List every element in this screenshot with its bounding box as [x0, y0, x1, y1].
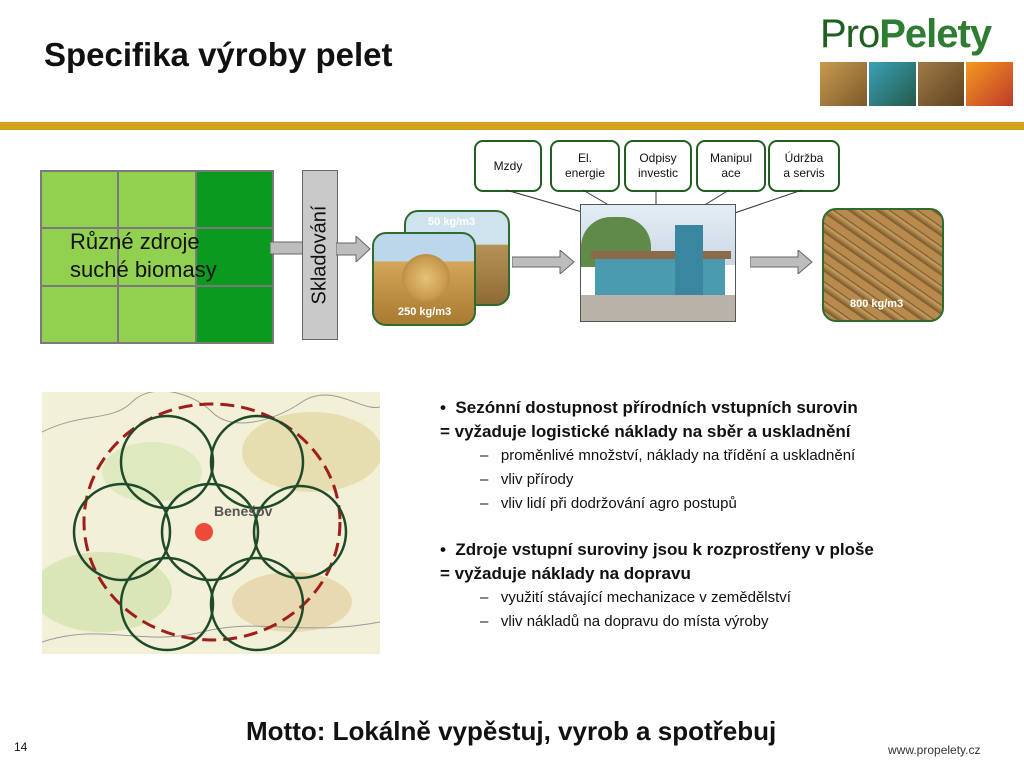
arrow-to-factory: [512, 250, 575, 274]
motto: Motto: Lokálně vypěstuj, vyrob a spotřeb…: [246, 716, 777, 746]
biomass-sources-grid: [40, 170, 274, 344]
sub-bullet: – vliv nákladů na dopravu do místa výrob…: [480, 613, 769, 630]
biomass-sources-label: Různé zdroje suché biomasy: [70, 229, 217, 282]
bullet-1-consequence: = vyžaduje logistické náklady na sběr a …: [440, 422, 851, 441]
header-band: [0, 122, 1024, 130]
hay-bale: [402, 254, 450, 302]
footer-url[interactable]: www.propelety.cz: [888, 743, 981, 757]
sub-bullet: – vliv přírody: [480, 471, 574, 488]
bullet-content: • Sezónní dostupnost přírodních vstupníc…: [440, 396, 1000, 634]
map-graphic: Benešov: [42, 392, 380, 654]
collection-area-map: Benešov: [42, 392, 380, 654]
sub-bullet: – využití stávající mechanizace v zemědě…: [480, 589, 791, 606]
photo-fire: [966, 62, 1013, 106]
sub-bullet: – vliv lidí při dodržování agro postupů: [480, 495, 737, 512]
cost-box-wages: Mzdy: [474, 140, 542, 192]
factory-photo: [580, 204, 736, 322]
arrow-to-bales: [336, 236, 371, 262]
bullet-2-consequence: = vyžaduje náklady na dopravu: [440, 564, 691, 583]
cost-box-electricity: El.energie: [550, 140, 620, 192]
photo-pellets: [917, 62, 965, 106]
bullet-2: • Zdroje vstupní suroviny jsou k rozpros…: [440, 540, 874, 559]
arrow-to-pellets: [750, 250, 813, 274]
bale-photo-front: 250 kg/m3: [372, 232, 476, 326]
bullet-1: • Sezónní dostupnost přírodních vstupníc…: [440, 398, 858, 417]
sub-bullet: – proměnlivé množství, náklady na tříděn…: [480, 447, 856, 464]
propelety-logo: ProPelety: [820, 12, 992, 56]
slide-title: Specifika výroby pelet: [44, 36, 393, 73]
pellets-photo: 800 kg/m3: [822, 208, 944, 322]
page-number: 14: [14, 740, 28, 754]
photo-machine: [868, 62, 916, 106]
map-town-label: Benešov: [214, 503, 273, 519]
photo-hay: [820, 62, 867, 106]
logo-photo-strip: [820, 62, 1013, 106]
